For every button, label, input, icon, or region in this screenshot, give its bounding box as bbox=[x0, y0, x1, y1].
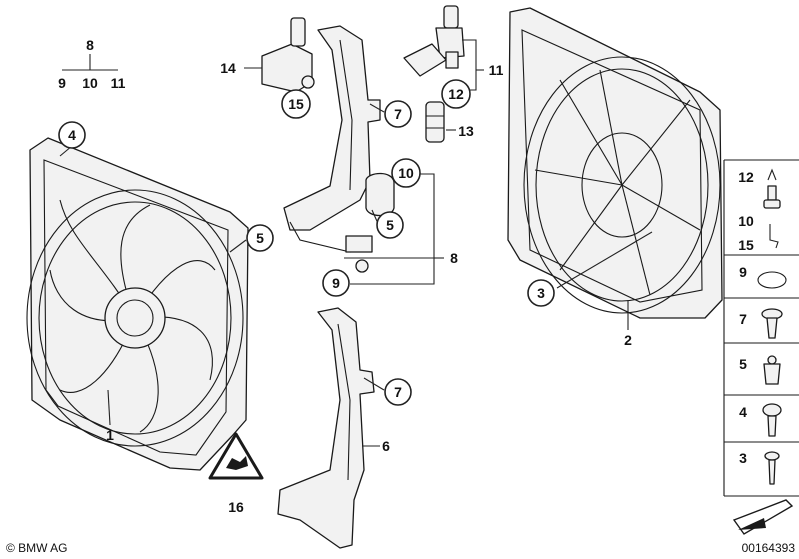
callout-3: 3 bbox=[537, 285, 545, 301]
callout-circle-4 bbox=[58, 121, 86, 149]
callout-5b: 5 bbox=[386, 217, 394, 233]
callout-circle-5b bbox=[376, 211, 404, 239]
leader-1 bbox=[107, 389, 111, 426]
callout-circle-5 bbox=[246, 224, 274, 252]
label-9-col: 9 bbox=[739, 264, 747, 280]
label-9: 9 bbox=[58, 75, 66, 91]
fan-hub-left bbox=[104, 287, 166, 349]
label-12-col: 12 bbox=[738, 169, 754, 185]
label-10-col: 10 bbox=[738, 213, 754, 229]
label-11b: 11 bbox=[489, 62, 504, 78]
tree-8-lines bbox=[62, 54, 118, 71]
label-4-col: 4 bbox=[739, 404, 747, 420]
label-3-col: 3 bbox=[739, 450, 747, 466]
fan-shroud-right bbox=[507, 7, 723, 330]
callout-9: 9 bbox=[332, 275, 340, 291]
callout-7b: 7 bbox=[394, 384, 402, 400]
label-2: 2 bbox=[624, 332, 632, 348]
callout-10: 10 bbox=[398, 165, 414, 181]
callout-circle-10 bbox=[391, 158, 421, 188]
callout-circle-15 bbox=[281, 89, 311, 119]
hardware-column bbox=[723, 159, 799, 535]
label-5-col: 5 bbox=[739, 356, 747, 372]
callout-12: 12 bbox=[448, 86, 464, 102]
label-14: 14 bbox=[220, 60, 236, 76]
label-1: 1 bbox=[106, 427, 114, 443]
label-10: 10 bbox=[82, 75, 98, 91]
seal-13 bbox=[425, 101, 456, 143]
callout-7: 7 bbox=[394, 106, 402, 122]
callout-5: 5 bbox=[256, 230, 264, 246]
label-7-col: 7 bbox=[739, 311, 747, 327]
leader-3 bbox=[556, 231, 653, 289]
callout-circle-7b bbox=[384, 378, 412, 406]
fan-struts-right bbox=[534, 69, 701, 296]
label-11: 11 bbox=[111, 75, 126, 91]
connector-14 bbox=[244, 17, 315, 93]
warning-label-icon bbox=[208, 432, 264, 480]
label-6: 6 bbox=[382, 438, 390, 454]
callout-15: 15 bbox=[288, 96, 304, 112]
fan-shroud-left bbox=[26, 137, 249, 471]
callout-circle-12 bbox=[441, 79, 471, 109]
callout-4: 4 bbox=[68, 127, 76, 143]
label-15-col: 15 bbox=[738, 237, 754, 253]
label-13: 13 bbox=[458, 123, 474, 139]
label-8b: 8 bbox=[450, 250, 458, 266]
callout-circle-3 bbox=[527, 279, 555, 307]
copyright-text: © BMW AG bbox=[6, 541, 68, 555]
mounting-bracket-upper bbox=[283, 25, 395, 273]
label-8: 8 bbox=[86, 37, 94, 53]
bracket-lines-8 bbox=[344, 173, 444, 285]
sensor-12 bbox=[403, 5, 465, 77]
callout-circle-7a bbox=[384, 100, 412, 128]
mounting-bracket-lower bbox=[277, 307, 380, 549]
callout-circle-9 bbox=[322, 269, 350, 297]
image-number: 00164393 bbox=[742, 541, 796, 555]
reservoir-cap bbox=[365, 172, 395, 217]
label-16: 16 bbox=[228, 499, 244, 515]
